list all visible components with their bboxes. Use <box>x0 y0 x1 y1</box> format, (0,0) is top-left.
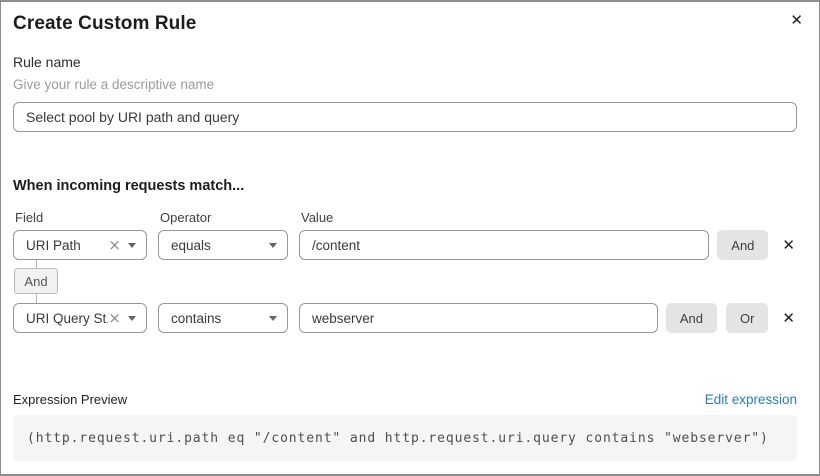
and-button[interactable]: And <box>717 230 769 260</box>
or-button[interactable]: Or <box>725 303 769 333</box>
condition-row: URI Query St... × contains And Or ✕ <box>13 303 797 333</box>
delete-condition-icon[interactable]: ✕ <box>782 236 795 254</box>
operator-select-value: equals <box>171 237 211 253</box>
clear-icon[interactable]: × <box>108 309 121 327</box>
match-section-heading: When incoming requests match... <box>13 178 245 194</box>
condition-row: URI Path × equals And ✕ <box>13 230 797 260</box>
rule-name-input[interactable] <box>13 102 797 132</box>
chevron-down-icon <box>128 315 136 321</box>
clear-icon[interactable]: × <box>108 236 121 254</box>
close-icon[interactable]: ✕ <box>790 11 803 29</box>
edit-expression-link[interactable]: Edit expression <box>704 392 797 407</box>
chevron-down-icon <box>269 242 277 248</box>
page-title: Create Custom Rule <box>13 13 197 34</box>
and-button[interactable]: And <box>665 303 717 333</box>
chevron-down-icon <box>128 242 136 248</box>
expression-preview-header: Expression Preview Edit expression <box>13 391 797 408</box>
field-column-label: Field <box>15 210 44 225</box>
field-select-value: URI Query St... <box>26 310 109 326</box>
rule-name-helper: Give your rule a descriptive name <box>13 77 215 92</box>
connector-and-badge[interactable]: And <box>14 268 58 294</box>
operator-select-value: contains <box>171 310 222 326</box>
expression-preview-label: Expression Preview <box>13 392 128 407</box>
condition-column-labels: Field Operator Value <box>13 209 797 226</box>
operator-select[interactable]: contains <box>158 303 288 333</box>
expression-code-block: (http.request.uri.path eq "/content" and… <box>13 415 797 461</box>
value-column-label: Value <box>301 210 334 225</box>
condition-connector: And <box>14 260 58 303</box>
delete-condition-icon[interactable]: ✕ <box>782 309 795 327</box>
field-select[interactable]: URI Query St... × <box>13 303 147 333</box>
field-select[interactable]: URI Path × <box>13 230 147 260</box>
rule-name-label: Rule name <box>13 54 81 70</box>
operator-select[interactable]: equals <box>158 230 288 260</box>
chevron-down-icon <box>269 315 277 321</box>
connector-line <box>35 260 37 268</box>
operator-column-label: Operator <box>160 210 212 225</box>
expression-code: (http.request.uri.path eq "/content" and… <box>27 430 769 446</box>
value-input[interactable] <box>299 230 710 260</box>
value-input[interactable] <box>299 303 658 333</box>
field-select-value: URI Path <box>26 237 81 253</box>
connector-line <box>35 294 37 303</box>
